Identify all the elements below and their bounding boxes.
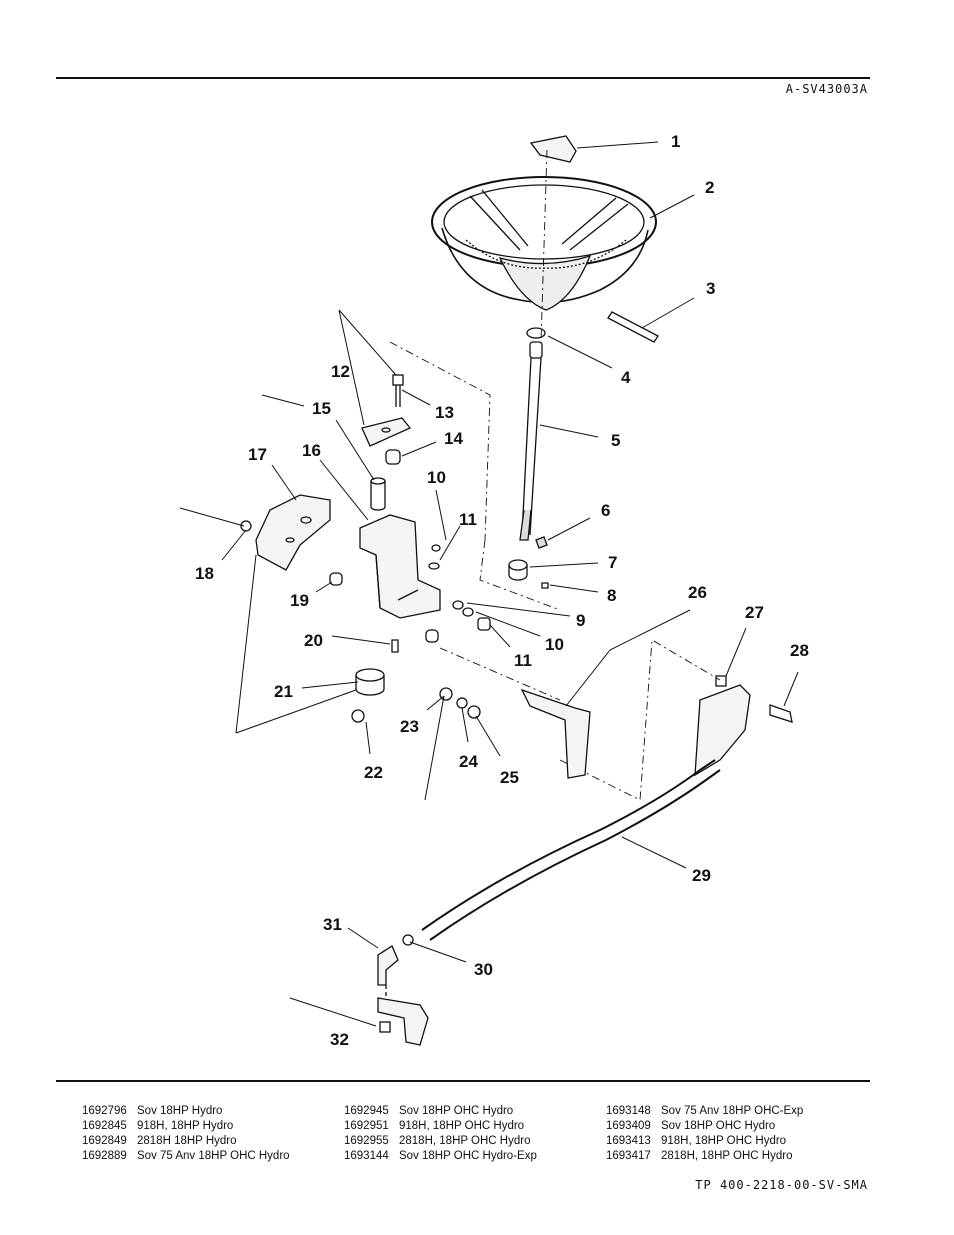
part-19 (329, 572, 343, 586)
callout-26: 26 (688, 583, 707, 602)
callout-20: 20 (304, 631, 323, 650)
callout-12: 12 (331, 362, 350, 381)
callout-23: 23 (400, 717, 419, 736)
part-nut-22 (351, 709, 365, 723)
callout-7: 7 (608, 553, 617, 572)
footer-rule (56, 1080, 870, 1082)
part-20 (391, 639, 399, 653)
callout-18: 18 (195, 564, 214, 583)
part-ring (526, 327, 546, 339)
callout-13: 13 (435, 403, 454, 422)
part-bushing-14 (385, 449, 401, 465)
callout-10a: 10 (427, 468, 446, 487)
callout-3: 3 (706, 279, 715, 298)
part-shaft (519, 341, 543, 541)
callout-25: 25 (500, 768, 519, 787)
callout-10b: 10 (545, 635, 564, 654)
part-steering-plate (694, 684, 751, 777)
callout-11b: 11 (514, 651, 532, 670)
callout-11a: 11 (459, 510, 477, 529)
part-6 (535, 536, 548, 549)
callout-16: 16 (302, 441, 321, 460)
callout-6: 6 (601, 501, 610, 520)
part-cap (529, 135, 577, 163)
callout-30: 30 (474, 960, 493, 979)
part-ball-joint-31 (377, 945, 399, 986)
part-gear-21 (355, 668, 385, 696)
part-rod-29 (421, 759, 716, 931)
part-spindle-32 (377, 997, 429, 1046)
callout-28: 28 (790, 641, 809, 660)
document-code: TP 400-2218-00-SV-SMA (695, 1178, 868, 1192)
callout-32: 32 (330, 1030, 349, 1049)
callout-5: 5 (611, 431, 620, 450)
callout-14: 14 (444, 429, 463, 448)
callout-4: 4 (621, 368, 631, 387)
part-sector-17 (255, 494, 331, 571)
part-bolt-28 (769, 704, 793, 723)
callout-9: 9 (576, 611, 585, 630)
part-nut-18 (240, 520, 252, 532)
part-pin (607, 311, 659, 343)
part-collar (508, 559, 528, 581)
callout-1: 1 (671, 132, 680, 151)
leader-lines (179, 141, 799, 1027)
reference-code: A-SV43003A (785, 82, 868, 96)
header-rule (56, 77, 870, 79)
part-bolt-13 (392, 374, 404, 407)
callout-29: 29 (692, 866, 711, 885)
callout-19: 19 (290, 591, 309, 610)
callout-21: 21 (274, 682, 293, 701)
part-nut-27 (715, 675, 727, 687)
callout-8: 8 (607, 586, 616, 605)
callout-22: 22 (364, 763, 383, 782)
part-spacer-15 (370, 477, 386, 511)
part-8 (541, 582, 549, 589)
callout-31: 31 (323, 915, 342, 934)
callout-15: 15 (312, 399, 331, 418)
part-nut-30 (402, 934, 414, 946)
callout-24: 24 (459, 752, 478, 771)
callout-2: 2 (705, 178, 714, 197)
part-arm-26 (520, 688, 591, 779)
callout-27: 27 (745, 603, 764, 622)
part-bracket-16 (359, 514, 441, 619)
callout-17: 17 (248, 445, 267, 464)
callout-labels: 1 2 3 4 5 6 7 8 9 10 10 11 11 12 13 14 1… (195, 132, 809, 1049)
